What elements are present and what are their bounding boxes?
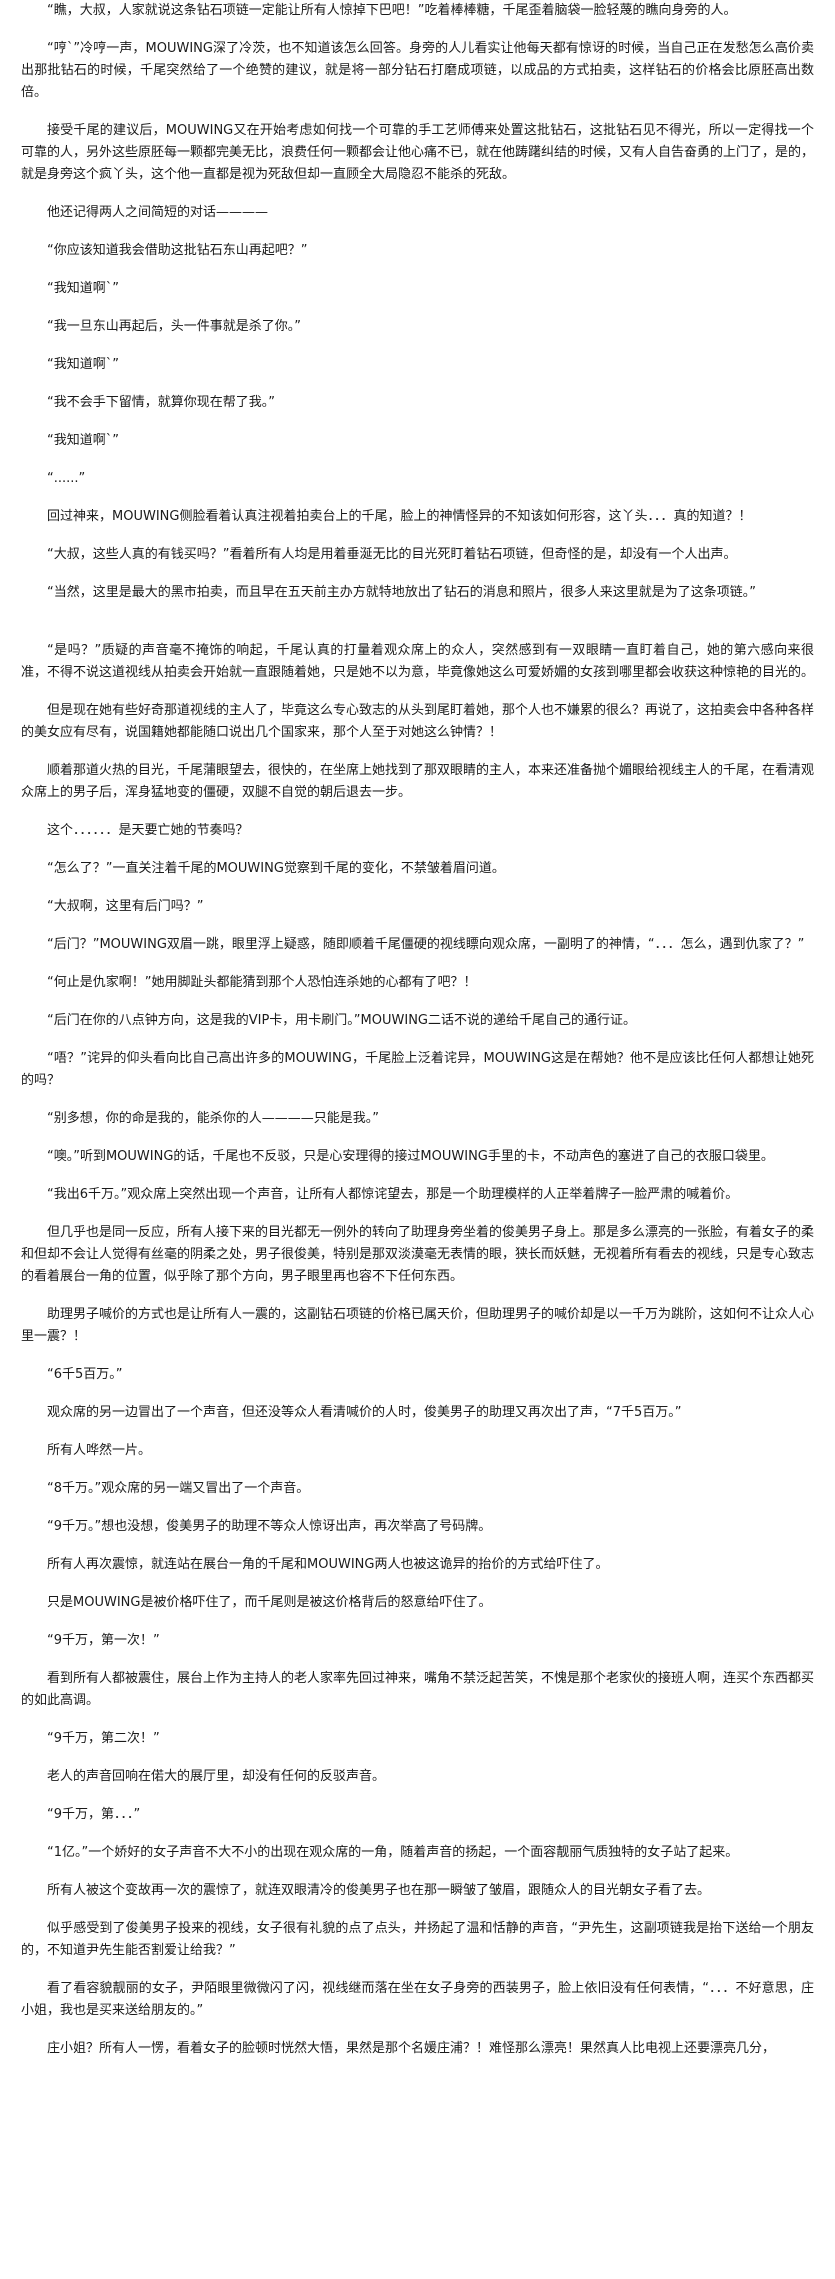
paragraph: “是吗？”质疑的声音毫不掩饰的响起，千尾认真的打量着观众席上的众人，突然感到有一… [21, 643, 815, 680]
paragraph: “噢。”听到MOUWING的话，千尾也不反驳，只是心安理得的接过MOUWING手… [47, 1149, 774, 1164]
paragraph: “我知道啊`” [47, 281, 119, 296]
paragraph: 看到所有人都被震住，展台上作为主持人的老人家率先回过神来，嘴角不禁泛起苦笑，不愧… [21, 1671, 815, 1708]
paragraph: “我出6千万。”观众席上突然出现一个声音，让所有人都惊诧望去，那是一个助理模样的… [47, 1187, 739, 1202]
paragraph: “6千5百万。” [47, 1367, 123, 1382]
paragraph: “我知道啊`” [47, 357, 119, 372]
paragraph: 顺着那道火热的目光，千尾蒲眼望去，很快的，在坐席上她找到了那双眼睛的主人，本来还… [21, 763, 815, 800]
paragraph: “我知道啊`” [47, 433, 119, 448]
paragraph: “你应该知道我会借助这批钻石东山再起吧？” [47, 243, 308, 258]
paragraph: 这个．．．．．．是天要亡她的节奏吗？ [47, 823, 249, 838]
paragraph: 似乎感受到了俊美男子投来的视线，女子很有礼貌的点了点头，并扬起了温和恬静的声音，… [21, 1921, 814, 1958]
paragraph: “怎么了？”一直关注着千尾的MOUWING觉察到千尾的变化，不禁皱着眉问道。 [47, 861, 505, 876]
paragraph: 只是MOUWING是被价格吓住了，而千尾则是被这价格背后的怒意给吓住了。 [47, 1595, 492, 1610]
paragraph: “9千万，第一次！” [47, 1633, 160, 1648]
paragraph: 他还记得两人之间简短的对话———— [47, 205, 269, 220]
paragraph: “8千万。”观众席的另一端又冒出了一个声音。 [47, 1481, 310, 1496]
paragraph: “唔？”诧异的仰头看向比自己高出许多的MOUWING，千尾脸上泛着诧异，MOUW… [21, 1051, 814, 1088]
paragraph: “别多想，你的命是我的，能杀你的人————只能是我。” [47, 1111, 379, 1126]
paragraph: 观众席的另一边冒出了一个声音，但还没等众人看清喊价的人时，俊美男子的助理又再次出… [47, 1405, 682, 1420]
paragraph-gap [21, 620, 814, 640]
paragraph: “后门在你的八点钟方向，这是我的VIP卡，用卡刷门。”MOUWING二话不说的递… [47, 1013, 636, 1028]
paragraph: 但是现在她有些好奇那道视线的主人了，毕竟这么专心致志的从头到尾盯着她，那个人也不… [21, 703, 815, 740]
article-body: “瞧，大叔，人家就说这条钻石项链一定能让所有人惊掉下巴吧！”吃着棒棒糖，千尾歪着… [21, 3, 815, 2056]
paragraph: 所有人再次震惊，就连站在展台一角的千尾和MOUWING两人也被这诡异的抬价的方式… [47, 1557, 609, 1572]
paragraph: “大叔啊，这里有后门吗？” [47, 899, 204, 914]
paragraph: “......” [47, 471, 86, 486]
paragraph: “后门？”MOUWING双眉一跳，眼里浮上疑惑，随即顺着千尾僵硬的视线瞟向观众席… [47, 937, 805, 952]
paragraph: 所有人被这个变故再一次的震惊了，就连双眼清冷的俊美男子也在那一瞬皱了皱眉，跟随众… [47, 1883, 711, 1898]
paragraph: 回过神来，MOUWING侧脸看着认真注视着拍卖台上的千尾，脸上的神情怪异的不知该… [47, 509, 752, 524]
paragraph: “瞧，大叔，人家就说这条钻石项链一定能让所有人惊掉下巴吧！”吃着棒棒糖，千尾歪着… [47, 3, 737, 18]
paragraph: 老人的声音回响在偌大的展厅里，却没有任何的反驳声音。 [47, 1769, 386, 1784]
paragraph: “我不会手下留情，就算你现在帮了我。” [47, 395, 275, 410]
paragraph: 所有人哗然一片。 [47, 1443, 152, 1458]
paragraph: “何止是仇家啊！”她用脚趾头都能猜到那个人恐怕连杀她的心都有了吧？！ [47, 975, 477, 990]
paragraph: “9千万，第．．．” [47, 1807, 141, 1822]
paragraph: “我一旦东山再起后，头一件事就是杀了你。” [47, 319, 301, 334]
paragraph: 但几乎也是同一反应，所有人接下来的目光都无一例外的转向了助理身旁坐着的俊美男子身… [21, 1225, 815, 1284]
paragraph: “当然，这里是最大的黑市拍卖，而且早在五天前主办方就特地放出了钻石的消息和照片，… [47, 585, 756, 600]
paragraph: “9千万，第二次！” [47, 1731, 160, 1746]
paragraph: “9千万。”想也没想，俊美男子的助理不等众人惊讶出声，再次举高了号码牌。 [47, 1519, 492, 1534]
paragraph: 庄小姐？所有人一愣，看着女子的脸顿时恍然大悟，果然是那个名媛庄浦？！难怪那么漂亮… [47, 2041, 776, 2056]
paragraph: “哼`”冷哼一声，MOUWING深了冷茨，也不知道该怎么回答。身旁的人儿看实让他… [21, 41, 814, 100]
paragraph: 接受千尾的建议后，MOUWING又在开始考虑如何找一个可靠的手工艺师傅来处置这批… [21, 123, 815, 182]
paragraph: “大叔，这些人真的有钱买吗？”看着所有人均是用着垂涎无比的目光死盯着钻石项链，但… [47, 547, 737, 562]
paragraph: 助理男子喊价的方式也是让所有人一震的，这副钻石项链的价格已属天价，但助理男子的喊… [21, 1307, 815, 1344]
paragraph: “1亿。”一个娇好的女子声音不大不小的出现在观众席的一角，随着声音的扬起，一个面… [47, 1845, 739, 1860]
paragraph: 看了看容貌靓丽的女子，尹陌眼里微微闪了闪，视线继而落在坐在女子身旁的西装男子，脸… [21, 1981, 814, 2018]
